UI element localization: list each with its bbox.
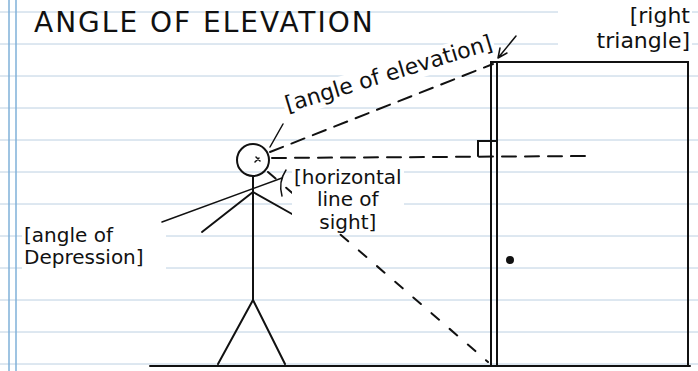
- leader-line: [270, 124, 283, 147]
- door-knob: [507, 257, 513, 263]
- callout-label: [right triangle]: [558, 4, 692, 53]
- notebook-rules: [0, 12, 698, 364]
- right-angle-mark: [478, 141, 496, 156]
- stick-head: [237, 144, 269, 176]
- stick-leg: [218, 300, 253, 364]
- line-of-sight: [272, 156, 590, 158]
- leader-line: [162, 178, 282, 222]
- callout-label: [angle of Depression]: [22, 224, 166, 269]
- stick-leg: [253, 300, 285, 364]
- pointer-arrow: [498, 36, 516, 58]
- stick-eye: [255, 157, 260, 162]
- building-edge: [496, 62, 498, 366]
- title: ANGLE OF ELEVATION: [34, 6, 375, 39]
- margin-lines: [9, 0, 16, 371]
- leader-line: [281, 170, 286, 196]
- stick-arm: [253, 192, 292, 214]
- callout-label: [horizontal line of sight]: [292, 166, 404, 233]
- stick-body: [252, 176, 254, 300]
- building-door: [491, 62, 688, 366]
